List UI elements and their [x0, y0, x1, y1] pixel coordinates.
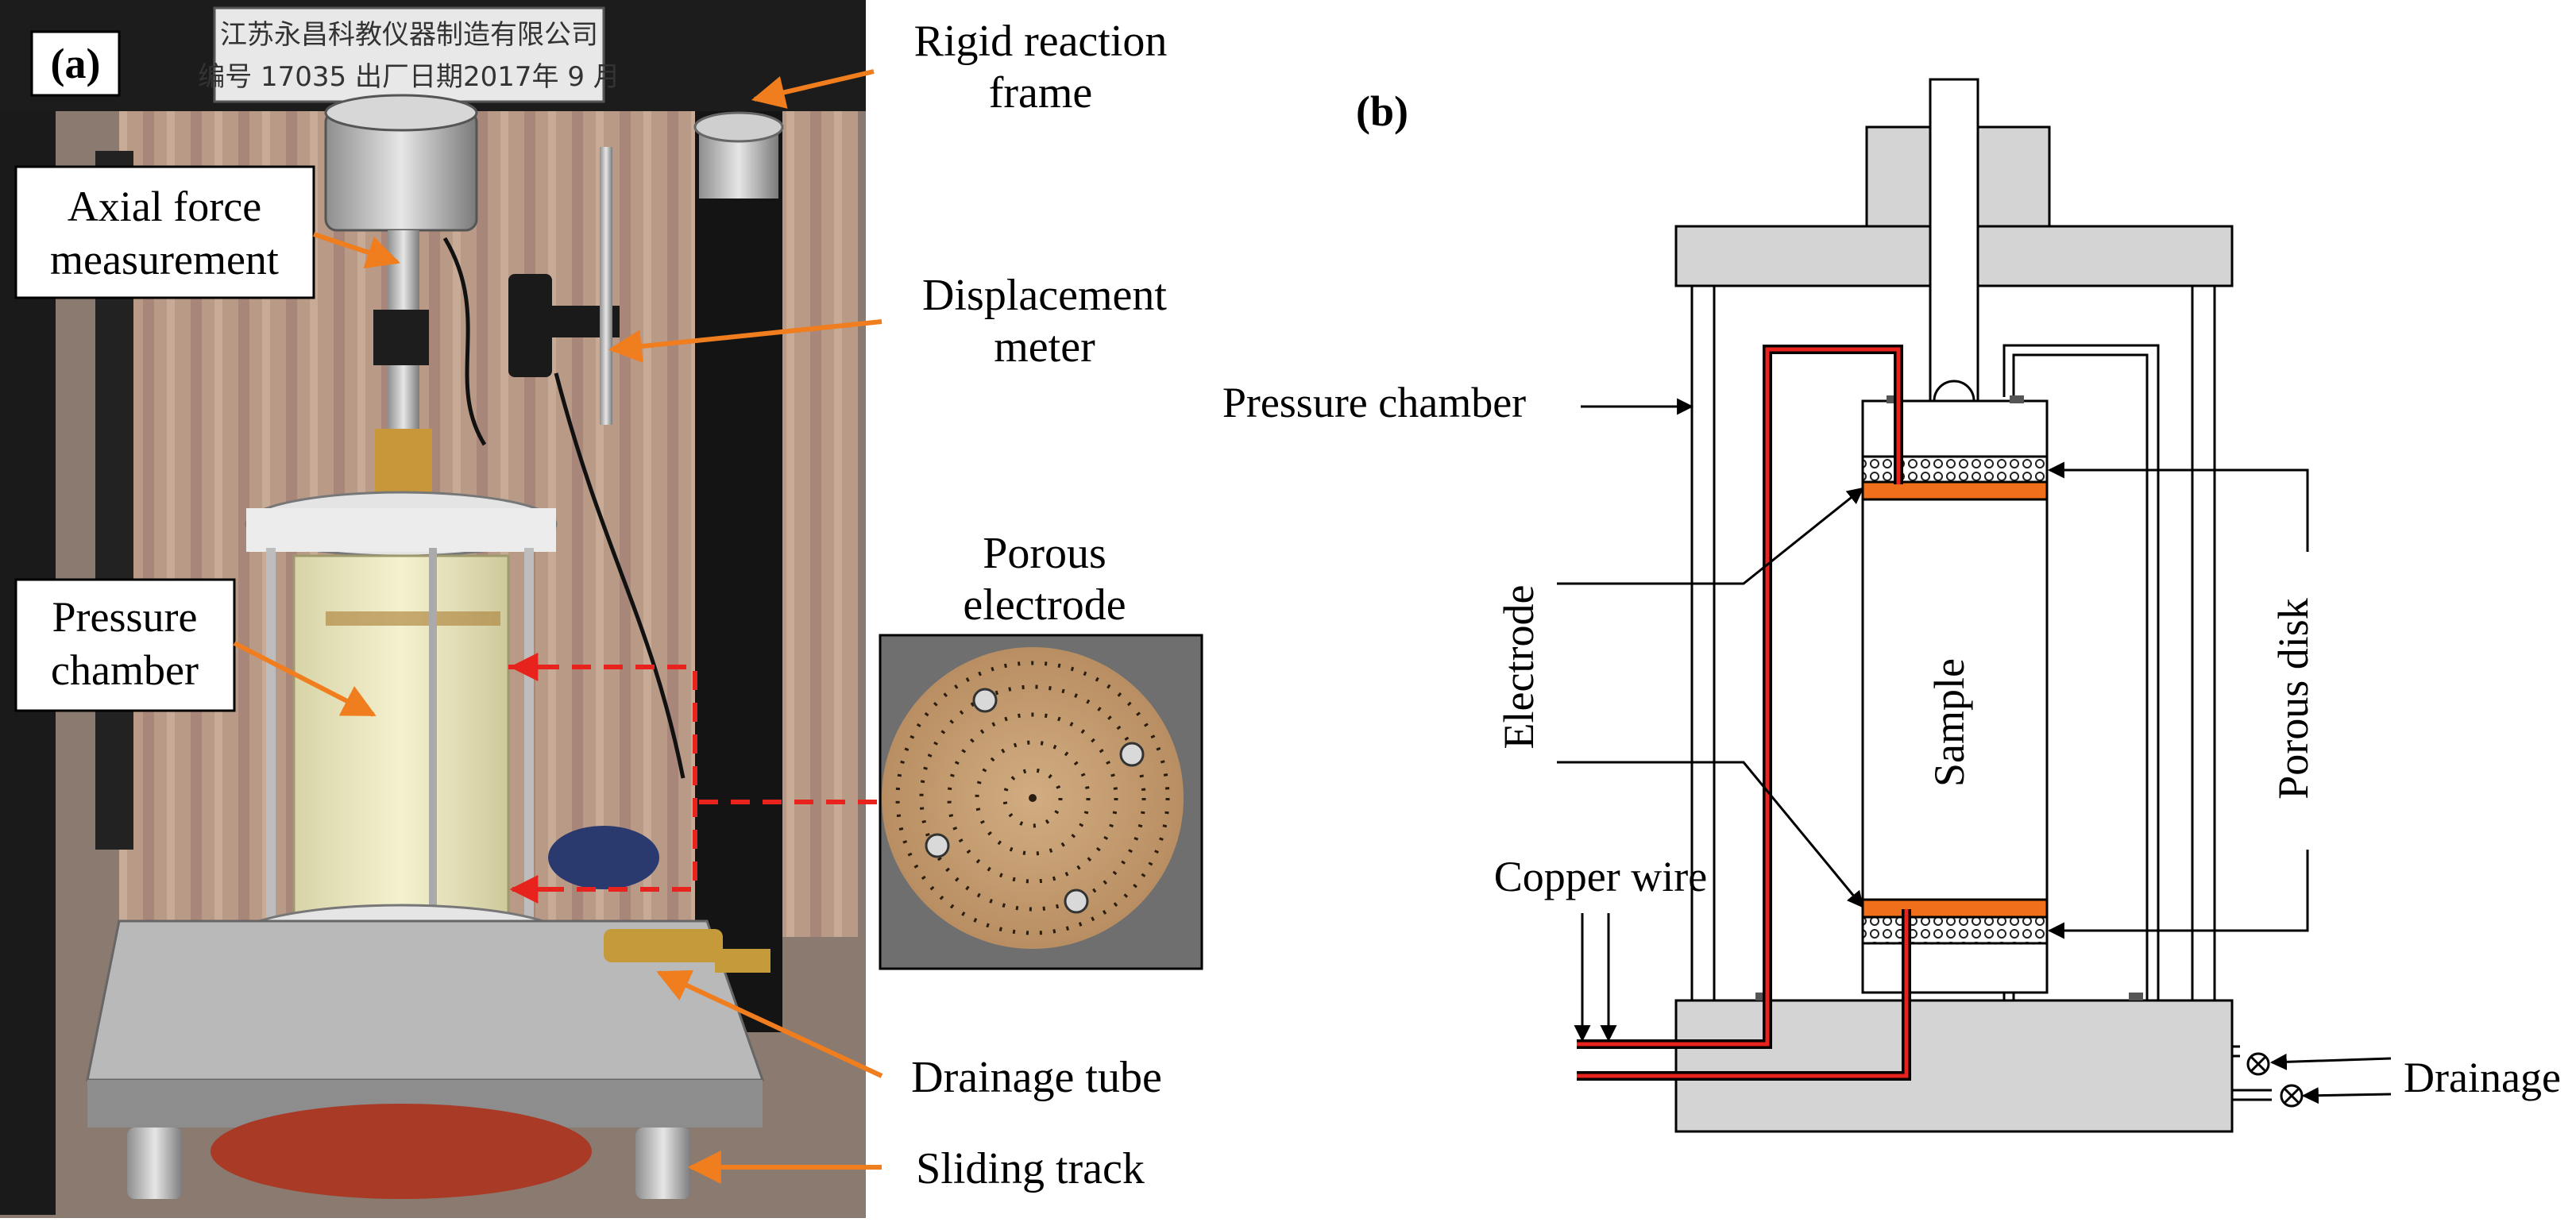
arrow-icon [2047, 461, 2309, 552]
axial-force-label-2: measurement [50, 236, 279, 283]
valve-icon [2280, 1084, 2304, 1108]
rigid-frame-label-2: frame [989, 68, 1093, 118]
nameplate-line2: 编号 17035 出厂日期2017年 9 月 [198, 61, 620, 93]
arrow-icon [656, 970, 883, 1078]
drainage-label: Drainage [2404, 1054, 2561, 1101]
panel-b-schematic: (b) [1222, 78, 2561, 1133]
porous-disk-bottom [1861, 916, 2049, 945]
pressure-chamber-a-label-2: chamber [51, 646, 199, 694]
porous-disk-label: Porous disk [2269, 598, 2317, 800]
panel-a-letter: (a) [51, 40, 101, 87]
panel-a-arrows [233, 69, 883, 1184]
copper-wire-label: Copper wire [1494, 853, 1707, 900]
pressure-chamber-label-box: Pressure chamber [14, 578, 236, 712]
pressure-chamber-a-label-1: Pressure [52, 593, 198, 641]
panel-a-photo: 江苏永昌科教仪器制造有限公司 编号 17035 出厂日期2017年 9 月 [0, 0, 866, 1218]
loading-rod [1929, 78, 1979, 403]
pressure-chamber-b-label: Pressure chamber [1222, 379, 1526, 426]
arrow-icon [2301, 1087, 2392, 1104]
electrode-top [1861, 480, 2049, 501]
porous-electrode-label-1: Porous [983, 529, 1106, 578]
arrow-icon [313, 232, 400, 268]
axial-force-label-1: Axial force [68, 183, 261, 230]
dashed-indicator [508, 665, 697, 892]
axial-force-label-box: Axial force measurement [14, 165, 315, 299]
arrow-icon [2269, 1053, 2392, 1070]
valve-icon [2246, 1052, 2270, 1076]
sample-label: Sample [1925, 658, 1973, 787]
electrode-label: Electrode [1495, 585, 1543, 750]
panel-b-letter: (b) [1356, 87, 1408, 135]
porous-disk-top [1861, 455, 2049, 484]
arrow-icon [2047, 850, 2309, 939]
arrow-icon [751, 69, 875, 109]
rigid-frame-label-1: Rigid reaction [914, 17, 1168, 66]
displacement-label-2: meter [994, 322, 1095, 372]
nameplate-line1: 江苏永昌科教仪器制造有限公司 [220, 19, 598, 51]
arrow-icon [1557, 761, 1864, 908]
porous-electrode-inset [699, 634, 1203, 970]
nameplate: 江苏永昌科教仪器制造有限公司 编号 17035 出厂日期2017年 9 月 [198, 6, 620, 103]
drainage-tube-label: Drainage tube [911, 1053, 1162, 1102]
arrow-icon [1557, 487, 1864, 585]
sliding-track-label: Sliding track [916, 1144, 1145, 1193]
arrow-icon [233, 641, 377, 717]
electrode-bottom [1861, 898, 2049, 919]
bottom-base [1674, 999, 2234, 1133]
arrow-icon [608, 319, 882, 364]
panel-a-letter-box: (a) [30, 30, 121, 97]
displacement-label-1: Displacement [922, 271, 1167, 320]
porous-electrode-label-2: electrode [963, 580, 1126, 630]
